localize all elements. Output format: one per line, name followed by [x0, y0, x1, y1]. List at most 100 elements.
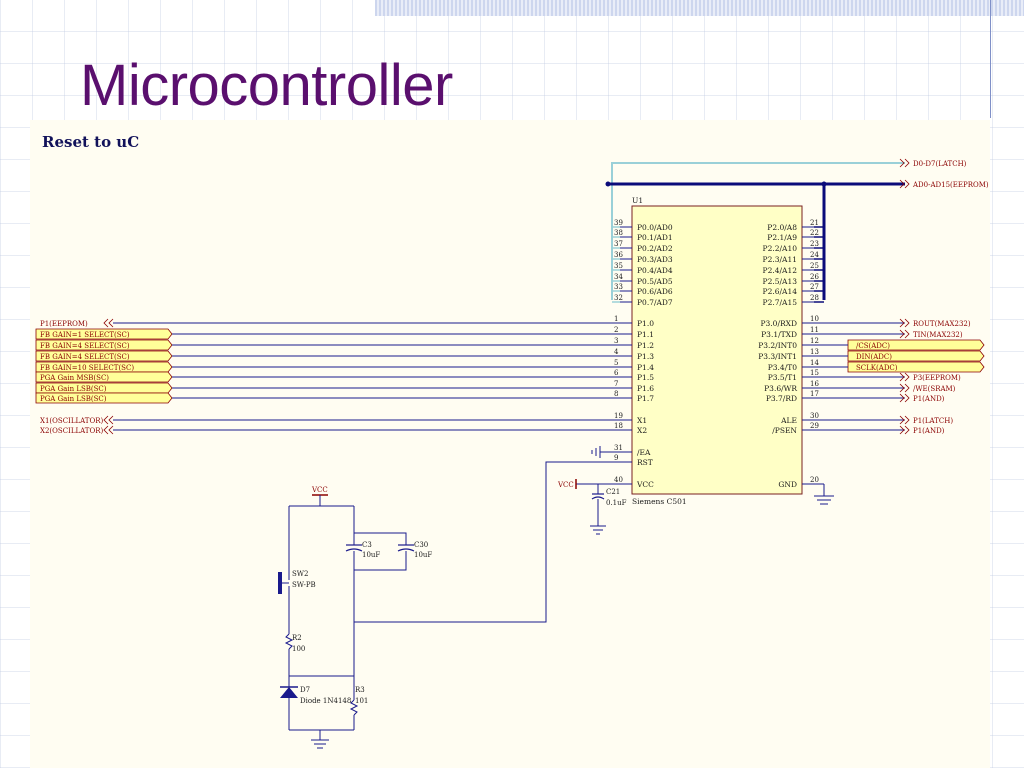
pin-number: 26	[810, 273, 819, 281]
latch-bus-wire	[611, 162, 905, 220]
c3-ref: C3	[362, 541, 372, 549]
chip-body	[631, 205, 803, 495]
pin-number: 4	[614, 348, 619, 356]
pin-name: P2.2/A10	[763, 244, 798, 253]
pin-number: 15	[810, 369, 819, 377]
chip-part-name: Siemens C501	[632, 497, 687, 506]
right-port-label: P1(AND)	[913, 395, 945, 403]
pin-number: 8	[614, 390, 618, 398]
pin-name: /PSEN	[772, 426, 797, 435]
pin-name: P1.4	[637, 363, 654, 372]
left-port: PGA Gain MSB(SC)	[35, 371, 620, 383]
pin-name: P2.7/A15	[763, 298, 798, 307]
pin-number: 28	[810, 294, 819, 302]
pin-name: P1.0	[637, 319, 654, 328]
pin-number: 5	[614, 359, 618, 367]
pin-name: /EA	[637, 448, 651, 457]
pin-number: 22	[810, 229, 819, 237]
pin-number: 10	[810, 315, 819, 323]
left-port-labels: P1(EEPROM)FB GAIN=1 SELECT(SC)FB GAIN=4 …	[35, 318, 620, 435]
pin-number: 16	[810, 380, 819, 388]
pin-number: 11	[810, 326, 819, 334]
left-port-label: P1(EEPROM)	[40, 320, 88, 328]
right-port-label: P1(LATCH)	[913, 417, 953, 425]
right-port-label: /CS(ADC)	[856, 342, 890, 350]
left-port: PGA Gain LSB(SC)	[35, 392, 620, 404]
pin-number: 12	[810, 337, 819, 345]
chip-pin-right: 29/PSEN	[772, 422, 819, 435]
pin-name: ALE	[780, 416, 797, 425]
pin-name: VCC	[636, 480, 654, 489]
pin-number: 1	[614, 315, 618, 323]
chip-right-pins: 21P2.0/A822P2.1/A923P2.2/A1024P2.3/A1125…	[758, 219, 824, 489]
pin-name: P3.1/TXD	[761, 330, 797, 339]
pin-name: P1.7	[637, 394, 654, 403]
pin-name: P0.1/AD1	[637, 233, 673, 242]
left-port-label: PGA Gain LSB(SC)	[40, 395, 107, 403]
pin-number: 6	[614, 369, 619, 377]
right-port: DIN(ADC)	[814, 350, 985, 362]
pin-number: 35	[614, 262, 623, 270]
d7-value: Diode 1N4148	[300, 697, 351, 705]
left-port-label: X1(OSCILLATOR)	[40, 417, 103, 425]
pin-number: 3	[614, 337, 618, 345]
pin-name: P3.4/T0	[768, 363, 798, 372]
reset-wire	[354, 461, 620, 623]
reset-vcc-label: VCC	[311, 486, 328, 494]
pin-name: P0.4/AD4	[637, 266, 673, 275]
pin-name: P1.6	[637, 384, 654, 393]
chip-pin-left: 31/EA	[614, 444, 651, 457]
pin-name: P0.5/AD5	[637, 277, 673, 286]
left-port: PGA Gain LSB(SC)	[35, 382, 620, 394]
ea-ground	[591, 446, 620, 458]
pin-name: P0.2/AD2	[637, 244, 673, 253]
r2-value: 100	[292, 645, 305, 653]
left-port: FB GAIN=10 SELECT(SC)	[35, 361, 620, 373]
pin-name: P0.6/AD6	[637, 287, 673, 296]
pin-number: 33	[614, 283, 623, 291]
right-port: P1(AND)	[814, 393, 945, 403]
right-port-label: TIN(MAX232)	[913, 331, 963, 339]
left-port-label: X2(OSCILLATOR)	[40, 427, 103, 435]
right-port: P1(LATCH)	[814, 415, 953, 425]
pin-name: GND	[778, 480, 797, 489]
pin-name: P2.1/A9	[767, 233, 797, 242]
pin-name: P3.3/INT1	[758, 352, 797, 361]
right-port-labels: D0-D7(LATCH)AD0-AD15(EEPROM)ROUT(MAX232)…	[814, 158, 989, 435]
r3-value: 101	[355, 697, 368, 705]
reset-circuit: VCC C3 10uF C30 10uF SW2 SW-PB R2 100	[278, 486, 432, 749]
left-port-label: FB GAIN=10 SELECT(SC)	[40, 364, 134, 372]
pin-number: 27	[810, 283, 819, 291]
c30-ref: C30	[414, 541, 428, 549]
